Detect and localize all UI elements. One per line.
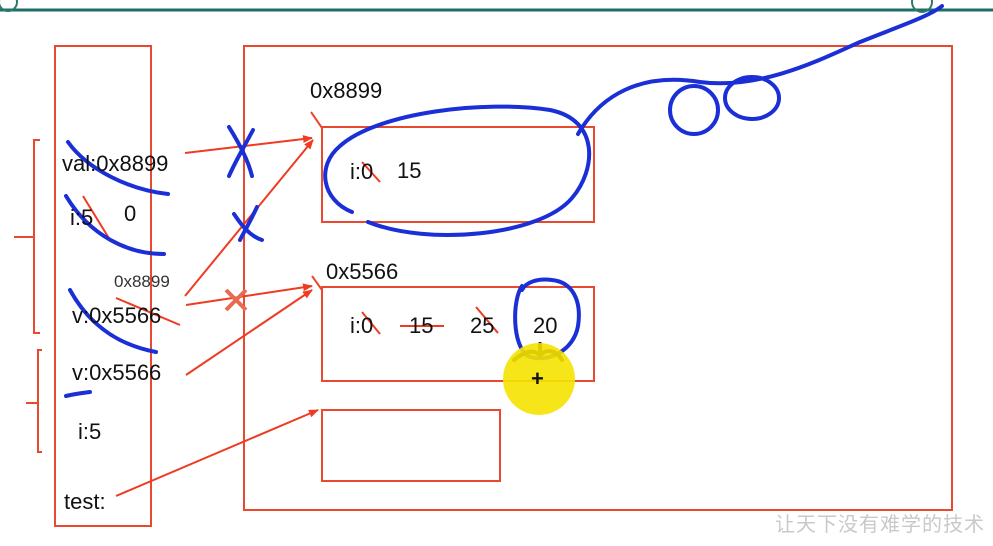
stack-var-v-old-address: 0x8899 [114,272,170,291]
stack-var-i-new-value: 0 [124,201,137,226]
arrow-v-old-to-0x8899 [184,139,314,297]
strike-old-address [115,297,181,326]
blue-x-mark [232,205,264,242]
arrow-v2-to-0x5566 [185,289,313,376]
tick-mark [311,275,323,291]
arrow-test-to-empty [115,409,319,497]
heap-obj1-field-value: 15 [397,158,422,183]
blue-strike-i [64,194,166,256]
heap-frame [243,45,953,511]
blue-strike-val [66,140,170,196]
heap-obj2-value-25: 25 [470,313,495,338]
cross-out-mark [224,288,248,312]
heap-obj2-value-20: 20 [533,313,558,338]
arrow-v-to-0x5566 [185,283,313,306]
strike-value-25 [475,306,499,334]
tick-mark [310,111,323,129]
blue-circle-20 [513,277,581,361]
heap-obj1-field-i: i:0 [350,159,374,184]
top-left-icon [0,0,18,12]
stack-var-test: test: [64,489,106,514]
stack-var-i: i:5 [70,205,94,230]
stack-var-val: val:0x8899 [62,151,169,176]
blue-loop [723,75,781,121]
heap-address-0x5566: 0x5566 [326,259,399,284]
stack-var-v: v:0x5566 [72,303,162,328]
heap-object-empty [321,409,501,482]
blue-loop [668,84,720,136]
stack-frame [54,45,152,527]
method-frame-bracket [33,139,40,334]
blue-dash [64,390,92,398]
heap-obj2-value-15: 15 [409,313,434,338]
heap-address-0x8899: 0x8899 [310,78,383,103]
blue-strike-v [68,288,158,354]
blue-ellipse-gc [323,104,592,237]
stack-var-i2: i:5 [78,419,102,444]
crosshair-cursor-icon: + [531,366,544,391]
strike-obj1-field [361,161,381,183]
watermark: 让天下没有难学的技术 [775,512,985,536]
method-frame-bracket [37,349,42,453]
strike-obj2-field [361,311,381,335]
heap-object-0x8899 [321,126,595,223]
stack-var-v2: v:0x5566 [72,360,162,385]
blue-tail [576,4,944,136]
cursor-highlight [503,343,575,415]
arrow-val-to-0x8899 [184,135,313,154]
top-right-icon [911,0,933,13]
heap-object-0x5566 [321,286,595,382]
heap-obj2-field-i: i:0 [350,313,374,338]
strike-i5 [82,195,111,241]
blue-x-mark [227,125,255,178]
